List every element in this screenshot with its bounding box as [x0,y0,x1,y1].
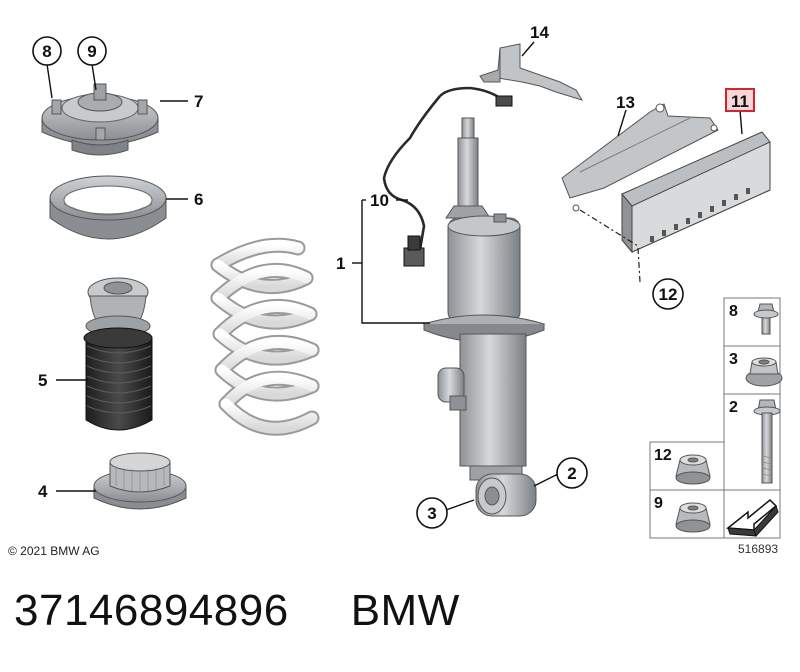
svg-text:11: 11 [731,92,749,111]
fastener-legend: 8 3 2 12 9 [649,297,783,539]
callout-4: 4 [38,482,48,501]
bracket-part-14 [479,43,584,101]
callout-10: 10 [370,191,389,210]
flange-nut-3-icon [745,357,783,387]
long-bolt-2-icon [753,399,781,484]
bearing-ring-part-6 [49,175,167,240]
legend-label-3: 3 [729,351,738,368]
part-number-caption: 37146894896 BMW [14,586,460,642]
svg-text:8: 8 [42,42,51,61]
svg-text:3: 3 [427,504,436,523]
leader-lines [46,41,743,511]
callout-7: 7 [194,92,203,111]
callout-11-highlighted: 11 [725,88,755,112]
hex-nut-9-icon [675,502,711,533]
hex-nut-12-icon [675,454,711,485]
legend-label-9: 9 [654,495,663,512]
exploded-parts-diagram: 8 9 7 6 5 4 1 10 14 13 11 12 2 3 8 3 [8,23,783,558]
svg-text:2: 2 [567,464,576,483]
copyright-text: © 2021 BMW AG [8,544,100,558]
legend-label-12: 12 [654,447,672,464]
control-module-part-11 [621,131,771,254]
svg-text:9: 9 [87,42,96,61]
callout-6: 6 [194,190,203,209]
sensor-cable-part-10 [382,86,513,267]
callout-5: 5 [38,371,47,390]
callout-9: 9 [77,36,107,66]
callout-8: 8 [32,36,62,66]
bolt-8-icon [753,303,779,335]
spring-seat-part-4 [93,452,187,510]
dust-boot-part-5 [83,277,153,431]
legend-label-2: 2 [729,399,738,416]
shock-absorber-part-1 [422,117,546,517]
coil-spring-surface [212,239,318,434]
callout-1: 1 [336,254,345,273]
callout-3: 3 [416,497,448,529]
legend-label-8: 8 [729,303,738,320]
callout-14: 14 [530,23,549,42]
brand-name: BMW [350,586,460,635]
bracket-part-13 [561,103,719,212]
callout-12: 12 [652,278,684,310]
part-number: 37146894896 [14,586,289,635]
direction-arrow-icon [726,498,779,537]
strut-mount-part-7 [41,83,159,156]
callout-13: 13 [616,93,635,112]
diagram-number: 516893 [738,542,778,556]
callout-2: 2 [556,457,588,489]
svg-text:12: 12 [659,285,678,304]
